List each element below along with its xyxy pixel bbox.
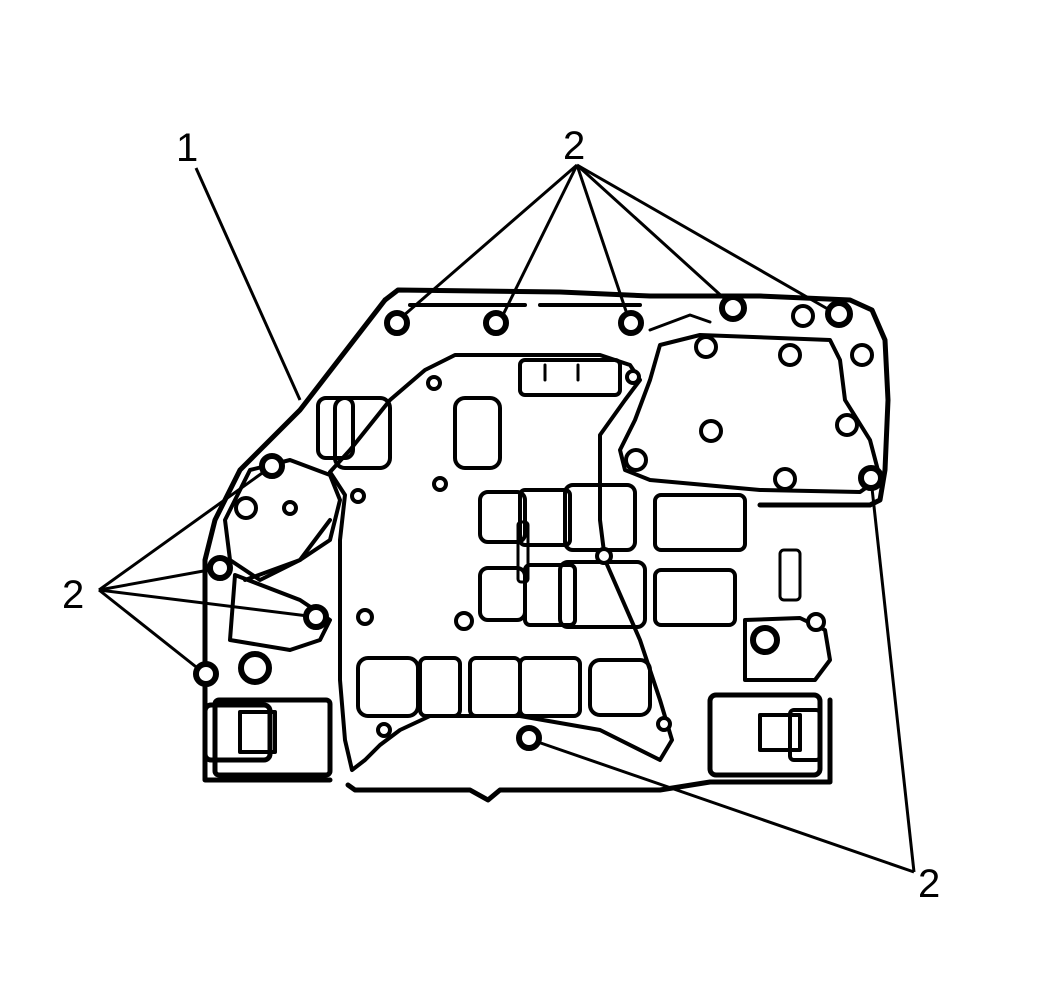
valve-spools (316, 358, 747, 718)
callout-2-left: 2 (62, 573, 85, 617)
leader-lines (98, 163, 916, 874)
callout-1: 1 (176, 126, 199, 170)
bolt-holes (193, 294, 884, 751)
valve-body-housing (202, 287, 891, 803)
solenoid-right (707, 548, 832, 778)
callout-2-bottom-right: 2 (918, 862, 941, 906)
callout-2-top: 2 (563, 124, 586, 168)
solenoid-left (202, 651, 333, 778)
